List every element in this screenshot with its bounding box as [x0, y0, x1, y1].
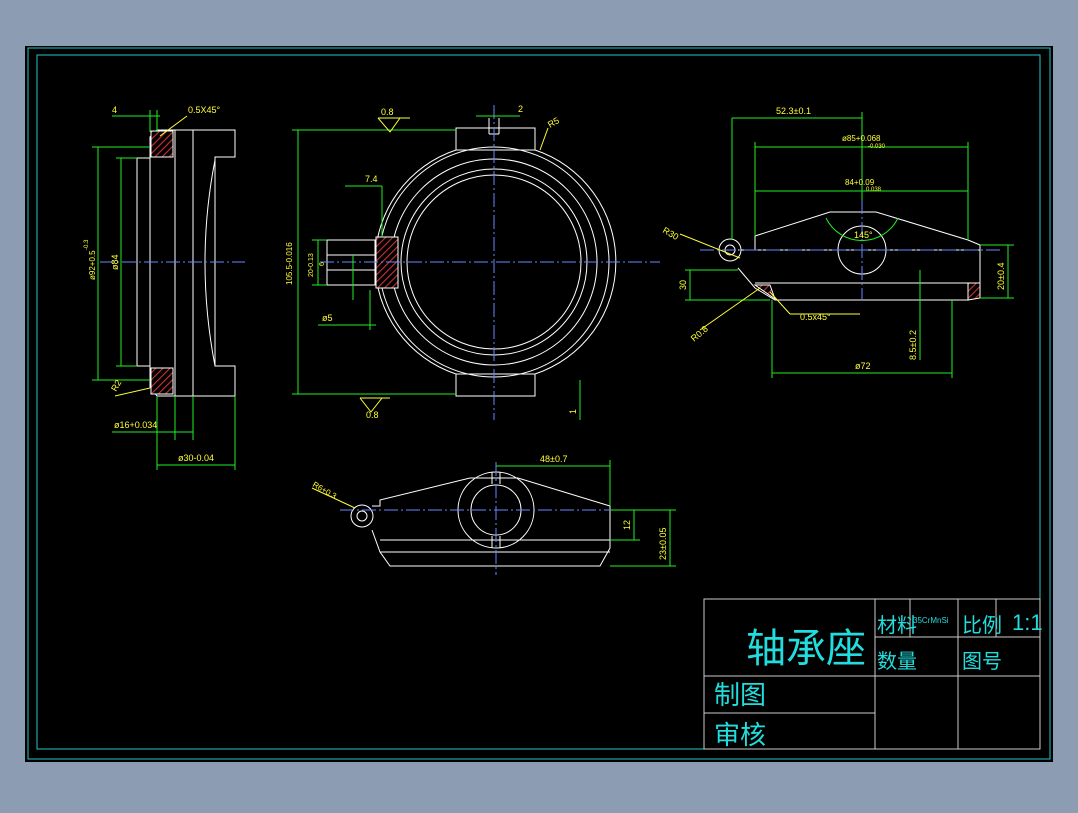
title-block: [703, 598, 1041, 750]
dim-v3-d72: ø72: [855, 361, 871, 371]
dim-v2-20: 20-0.13: [308, 253, 315, 277]
drawing-sheet: [25, 46, 1053, 762]
drawing-number-label: 图号: [962, 651, 1002, 673]
side-section-view: [136, 129, 236, 397]
outer-frame: [27, 47, 1051, 760]
dim-v2-roughness-top: 0.8: [381, 107, 394, 117]
top-right-leaders: [679, 233, 860, 331]
dim-v2-slot: 2: [518, 104, 523, 114]
drawn-by-label: 制图: [714, 680, 766, 710]
dim-v3-8-5: 8.5±0.2: [908, 330, 918, 360]
dim-v3-d85: ø85+0.068: [842, 134, 881, 143]
dim-v3-d84-lower: 0.038: [866, 187, 882, 193]
dim-v1-diameter: ø84: [110, 254, 120, 270]
top-right-dimensions: [685, 112, 1014, 378]
scale-value: 1:1: [1012, 610, 1043, 635]
dim-v1-chamfer-width: 4: [112, 105, 117, 115]
dim-v3-20: 20±0.4: [996, 263, 1006, 290]
dim-v4-48: 48±0.7: [540, 454, 567, 464]
dim-v3-d85-lower: -0.030: [868, 144, 886, 150]
dim-v4-12: 12: [622, 520, 632, 530]
material-value: 35CrMnSi: [913, 616, 949, 625]
dim-v3-chamfer: 0.5x45°: [800, 312, 831, 322]
dim-v2-1: 1: [568, 409, 578, 414]
dim-v1-outer-tolerance: -0.3: [84, 239, 90, 250]
checked-by-label: 审核: [714, 720, 766, 750]
material-label: 材料: [877, 614, 917, 637]
dim-v2-height: 105.5-0.016: [285, 242, 294, 285]
dim-v4-23: 23±0.05: [658, 528, 668, 560]
dim-v2-d5: ø5: [322, 313, 333, 323]
dim-v3-52-3: 52.3±0.1: [776, 106, 811, 116]
scale-label: 比例: [962, 614, 1002, 637]
dim-v1-width: ø30-0.04: [178, 453, 214, 463]
dim-v1-radius: R2: [109, 378, 123, 393]
front-dimensions: [292, 115, 581, 420]
quantity-label: 数量: [877, 650, 917, 673]
dim-v3-30: 30: [678, 280, 688, 290]
inner-frame: [36, 54, 1041, 750]
dim-v1-outer-diameter: ø92+0.5: [88, 250, 97, 280]
dim-v2-roughness-bottom: 0.8: [366, 410, 379, 420]
side-dimensions: [92, 110, 236, 470]
dim-v2-radius: R5: [546, 115, 561, 129]
dim-v1-chamfer: 0.5X45°: [188, 105, 221, 115]
side-leaders: [114, 115, 188, 397]
front-leaders: [359, 117, 549, 413]
dim-v3-d84: 84+0.09: [845, 178, 875, 187]
dim-v2-6: 6: [319, 262, 326, 266]
bottom-dimensions: [496, 460, 676, 567]
part-name: 轴承座: [746, 626, 866, 672]
dim-v2-7-4: 7.4: [365, 174, 378, 184]
dim-v1-bore: ø16+0.034: [114, 420, 157, 430]
bottom-leaders: [311, 487, 356, 509]
dim-v3-angle: 145°: [854, 230, 873, 240]
